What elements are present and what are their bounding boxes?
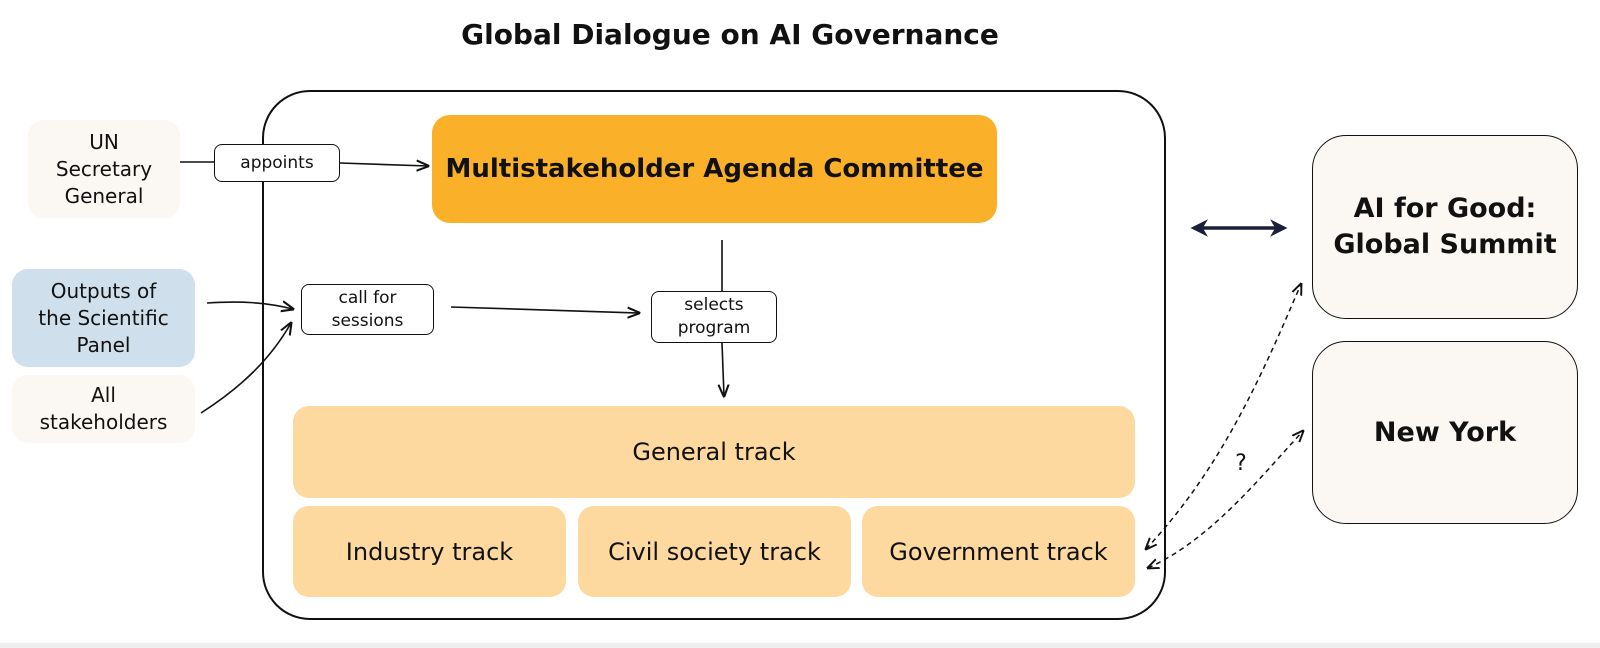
all-stakeholders-box: All stakeholders — [12, 375, 195, 443]
diagram-title: Global Dialogue on AI Governance — [461, 18, 999, 51]
government-track: Government track — [862, 506, 1135, 597]
un-secretary-general-box: UN Secretary General — [28, 120, 180, 218]
call-for-sessions-label: call for sessions — [301, 284, 434, 335]
industry-track: Industry track — [293, 506, 566, 597]
civil-society-track: Civil society track — [578, 506, 851, 597]
dashed-arrow-ai-for-good — [1146, 284, 1301, 549]
scientific-panel-arrow — [206, 302, 293, 309]
multistakeholder-agenda-committee: Multistakeholder Agenda Committee — [432, 115, 997, 223]
new-york-venue: New York — [1312, 341, 1578, 524]
dashed-arrow-new-york — [1148, 431, 1303, 568]
appoints-arrow — [180, 162, 428, 166]
question-mark-label: ? — [1235, 450, 1247, 476]
program-to-general-track-arrow — [722, 342, 724, 396]
stakeholders-arrow — [200, 323, 291, 414]
sessions-to-program-arrow — [450, 306, 639, 313]
general-track: General track — [293, 406, 1135, 498]
scientific-panel-outputs-box: Outputs of the Scientific Panel — [12, 269, 195, 367]
appoints-label: appoints — [214, 144, 340, 182]
bottom-border — [0, 643, 1600, 648]
selects-program-label: selects program — [651, 291, 777, 343]
ai-for-good-global-summit: AI for Good: Global Summit — [1312, 135, 1578, 319]
